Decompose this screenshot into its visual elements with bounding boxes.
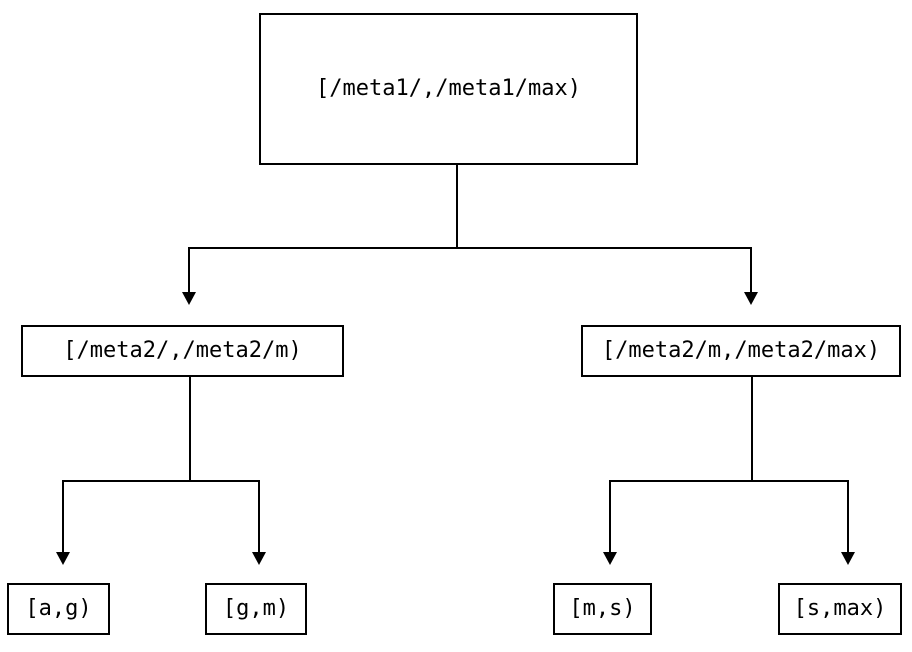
root-range-node: [/meta1/,/meta1/max) bbox=[259, 13, 638, 165]
leaf-range-node-gm: [g,m) bbox=[205, 583, 307, 635]
arrow-down-icon bbox=[182, 292, 196, 305]
connector-line bbox=[188, 247, 752, 249]
connector-line bbox=[609, 480, 849, 482]
leaf-range-node-ms: [m,s) bbox=[553, 583, 652, 635]
arrow-down-icon bbox=[252, 552, 266, 565]
arrow-down-icon bbox=[841, 552, 855, 565]
connector-line bbox=[751, 377, 753, 482]
connector-line bbox=[847, 480, 849, 552]
leaf-range-node-ag: [a,g) bbox=[7, 583, 110, 635]
connector-line bbox=[609, 480, 611, 552]
connector-line bbox=[750, 247, 752, 293]
arrow-down-icon bbox=[744, 292, 758, 305]
connector-line bbox=[188, 247, 190, 293]
leaf-range-node-smax: [s,max) bbox=[778, 583, 902, 635]
connector-line bbox=[62, 480, 260, 482]
connector-line bbox=[62, 480, 64, 552]
arrow-down-icon bbox=[56, 552, 70, 565]
connector-line bbox=[258, 480, 260, 552]
connector-line bbox=[456, 165, 458, 249]
left-branch-range-node: [/meta2/,/meta2/m) bbox=[21, 325, 344, 377]
right-branch-range-node: [/meta2/m,/meta2/max) bbox=[581, 325, 901, 377]
arrow-down-icon bbox=[603, 552, 617, 565]
connector-line bbox=[189, 377, 191, 482]
